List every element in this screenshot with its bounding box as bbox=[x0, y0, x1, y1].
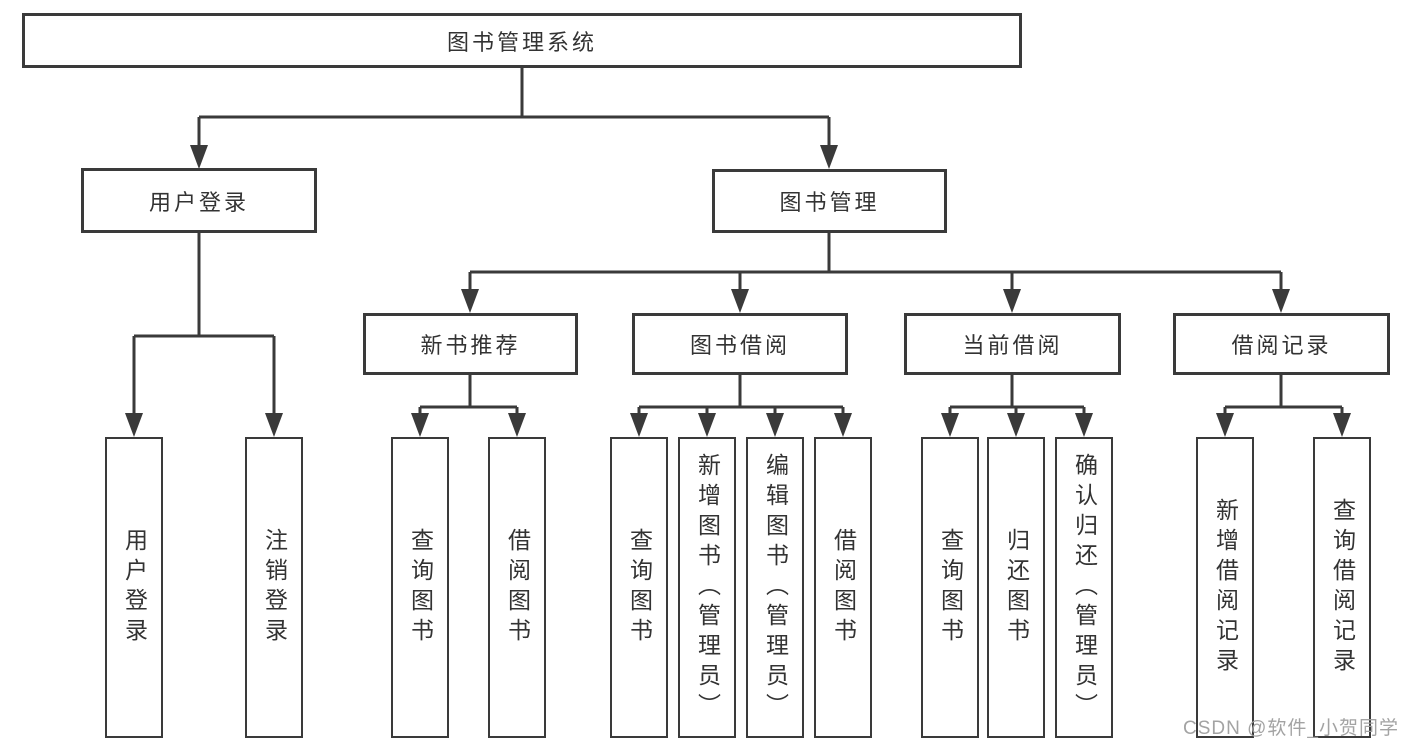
leaf-return-book: 归还图书 bbox=[987, 437, 1045, 738]
arrow-down-icon bbox=[1075, 413, 1093, 437]
connector-borrow-records-to-leaves bbox=[1223, 375, 1344, 416]
leaf-borrow-books-1: 借阅图书 bbox=[488, 437, 546, 738]
leaf-borrow-books-2: 借阅图书 bbox=[814, 437, 872, 738]
leaf-add-borrow-record: 新增借阅记录 bbox=[1196, 437, 1254, 738]
arrow-down-icon bbox=[820, 145, 838, 169]
arrow-down-icon bbox=[766, 413, 784, 437]
leaf-query-books-2-label: 查询图书 bbox=[626, 527, 653, 648]
node-root: 图书管理系统 bbox=[22, 13, 1022, 68]
leaf-query-books-2: 查询图书 bbox=[610, 437, 668, 738]
node-book-borrowing-label: 图书借阅 bbox=[689, 333, 790, 358]
leaf-add-book-admin-label: 新增图书（管理员） bbox=[694, 452, 721, 723]
arrow-down-icon bbox=[731, 289, 749, 313]
connector-root-to-level2 bbox=[197, 68, 831, 147]
node-new-book-recommend: 新书推荐 bbox=[363, 313, 578, 375]
leaf-confirm-return-admin-label: 确认归还（管理员） bbox=[1071, 452, 1098, 723]
node-book-management-label: 图书管理 bbox=[779, 190, 880, 215]
arrow-down-icon bbox=[698, 413, 716, 437]
leaf-borrow-books-2-label: 借阅图书 bbox=[830, 527, 857, 648]
arrow-down-icon bbox=[941, 413, 959, 437]
leaf-query-books-1-label: 查询图书 bbox=[407, 527, 434, 648]
arrow-down-icon bbox=[1272, 289, 1290, 313]
arrow-down-icon bbox=[1003, 289, 1021, 313]
arrow-down-icon bbox=[630, 413, 648, 437]
leaf-add-borrow-record-label: 新增借阅记录 bbox=[1212, 497, 1239, 678]
connector-user-login-to-leaves bbox=[132, 233, 276, 416]
arrow-down-icon bbox=[265, 413, 283, 437]
leaf-query-borrow-record: 查询借阅记录 bbox=[1313, 437, 1371, 738]
leaf-user-login: 用户登录 bbox=[105, 437, 163, 738]
node-user-login: 用户登录 bbox=[81, 168, 317, 233]
leaf-logout: 注销登录 bbox=[245, 437, 303, 738]
connector-book-borrowing-to-leaves bbox=[637, 375, 845, 416]
arrow-down-icon bbox=[125, 413, 143, 437]
node-borrow-records-label: 借阅记录 bbox=[1231, 333, 1332, 358]
node-user-login-label: 用户登录 bbox=[148, 189, 249, 215]
leaf-user-login-label: 用户登录 bbox=[121, 527, 148, 648]
node-current-borrowing: 当前借阅 bbox=[904, 313, 1121, 375]
node-root-label: 图书管理系统 bbox=[446, 29, 597, 55]
leaf-edit-book-admin-label: 编辑图书（管理员） bbox=[762, 452, 789, 723]
leaf-confirm-return-admin: 确认归还（管理员） bbox=[1055, 437, 1113, 738]
leaf-edit-book-admin: 编辑图书（管理员） bbox=[746, 437, 804, 738]
node-new-book-recommend-label: 新书推荐 bbox=[420, 333, 521, 358]
arrow-down-icon bbox=[411, 413, 429, 437]
leaf-query-books-1: 查询图书 bbox=[391, 437, 449, 738]
arrow-down-icon bbox=[1216, 413, 1234, 437]
arrow-down-icon bbox=[508, 413, 526, 437]
leaf-query-books-3-label: 查询图书 bbox=[937, 527, 964, 648]
leaf-add-book-admin: 新增图书（管理员） bbox=[678, 437, 736, 738]
connector-book-management-to-level3 bbox=[468, 233, 1283, 292]
leaf-query-borrow-record-label: 查询借阅记录 bbox=[1329, 497, 1356, 678]
node-borrow-records: 借阅记录 bbox=[1173, 313, 1390, 375]
arrow-down-icon bbox=[461, 289, 479, 313]
connector-new-book-to-leaves bbox=[418, 375, 519, 416]
arrow-down-icon bbox=[190, 145, 208, 169]
arrow-down-icon bbox=[834, 413, 852, 437]
connector-current-borrowing-to-leaves bbox=[948, 375, 1086, 416]
watermark: CSDN @软件_小贺同学 bbox=[1183, 718, 1399, 739]
node-book-management: 图书管理 bbox=[712, 169, 947, 233]
arrow-down-icon bbox=[1007, 413, 1025, 437]
leaf-query-books-3: 查询图书 bbox=[921, 437, 979, 738]
leaf-logout-label: 注销登录 bbox=[261, 527, 288, 648]
node-current-borrowing-label: 当前借阅 bbox=[962, 333, 1063, 358]
leaf-borrow-books-1-label: 借阅图书 bbox=[504, 527, 531, 648]
arrow-down-icon bbox=[1333, 413, 1351, 437]
node-book-borrowing: 图书借阅 bbox=[632, 313, 848, 375]
leaf-return-book-label: 归还图书 bbox=[1003, 527, 1030, 648]
